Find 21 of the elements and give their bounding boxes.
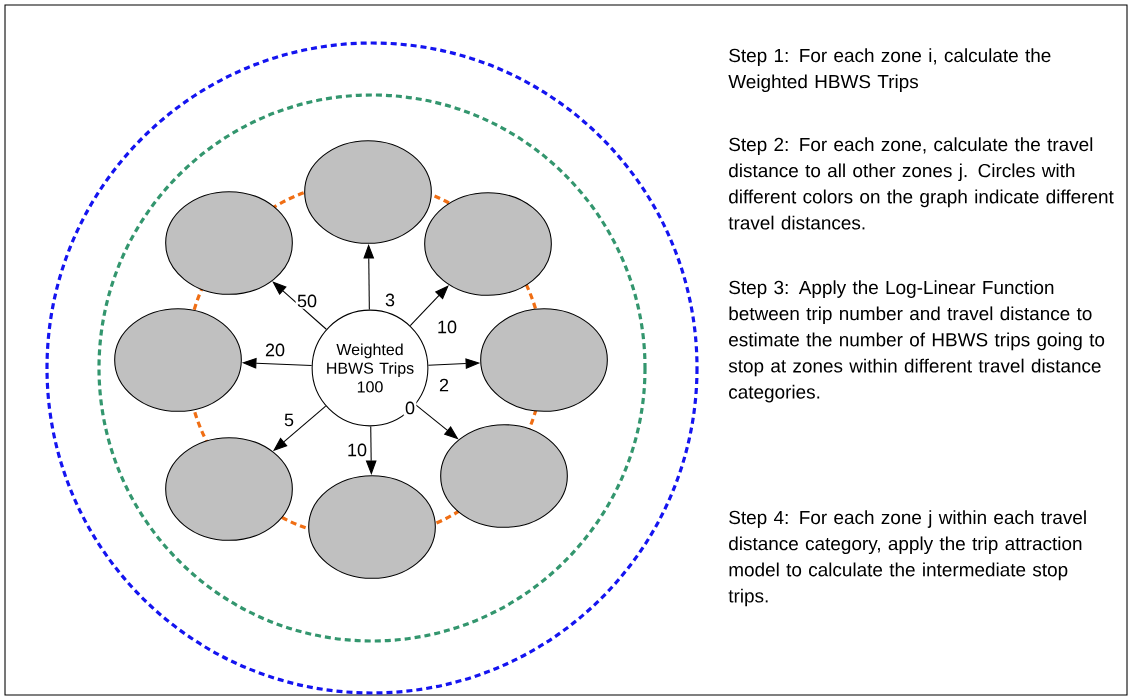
zone-ellipse [165,191,293,295]
edge-label: 50 [295,293,319,309]
zone-ellipse [304,140,432,244]
edge-label: 20 [263,342,287,358]
zone-ellipse [440,424,568,528]
zone-ellipse [308,475,436,579]
edge-label: 3 [383,292,397,308]
zone-ellipse [165,437,293,541]
edge-label: 2 [437,377,451,393]
step-text: Step 2: For each zone, calculate the travel distance to all other zones j. Circles with different colors on the graph indicate different travel distances. [728,137,1114,230]
edge-label: 5 [282,412,296,428]
zone-ellipse [114,308,242,412]
edge-label: 10 [345,442,369,458]
arrow [272,281,327,330]
edge-label: 10 [435,319,459,335]
step-text: Step 1: For each zone i, calculate the Weighted HBWS Trips [728,48,1051,93]
step-text: Step 3: Apply the Log-Linear Function between trip number and travel distance to estimate the number of HBWS trips going to stop at zones within different travel distance categories. [728,280,1105,403]
step-text: Step 4: For each zone j within each travel distance category, apply the trip attraction model to calculate the intermediate stop trips. [728,510,1086,607]
zone-ellipse [480,308,608,412]
arrow [409,285,449,327]
zone-ellipse [424,192,552,296]
